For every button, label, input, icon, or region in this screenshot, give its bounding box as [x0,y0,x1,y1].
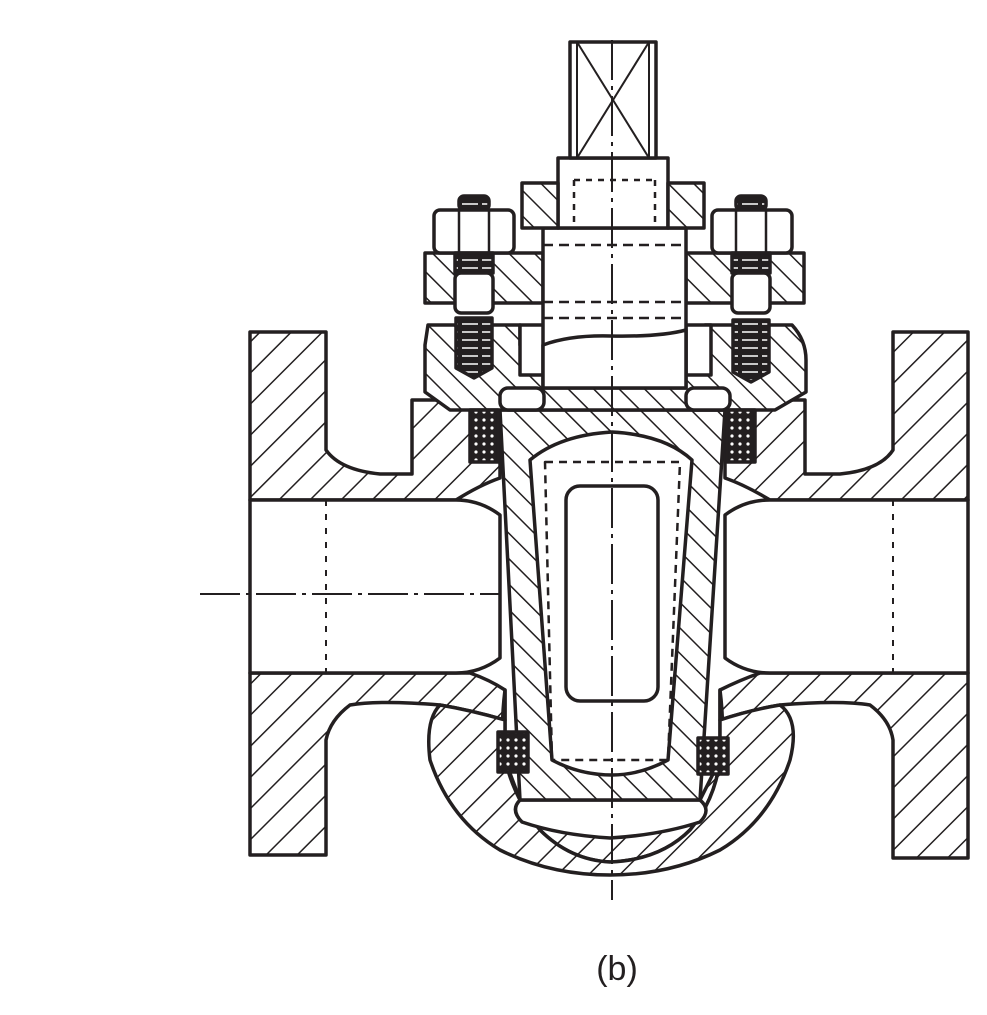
bolt-left [432,194,516,380]
seal-lower-right [696,736,730,776]
seal-upper-left [468,408,500,464]
stem [541,156,688,390]
seal-upper-right [725,408,757,464]
seal-lower-left [496,730,530,774]
flange-right [718,330,970,860]
figure-caption: (b) [596,950,638,988]
gland [520,181,706,230]
bolt-right [710,194,794,384]
